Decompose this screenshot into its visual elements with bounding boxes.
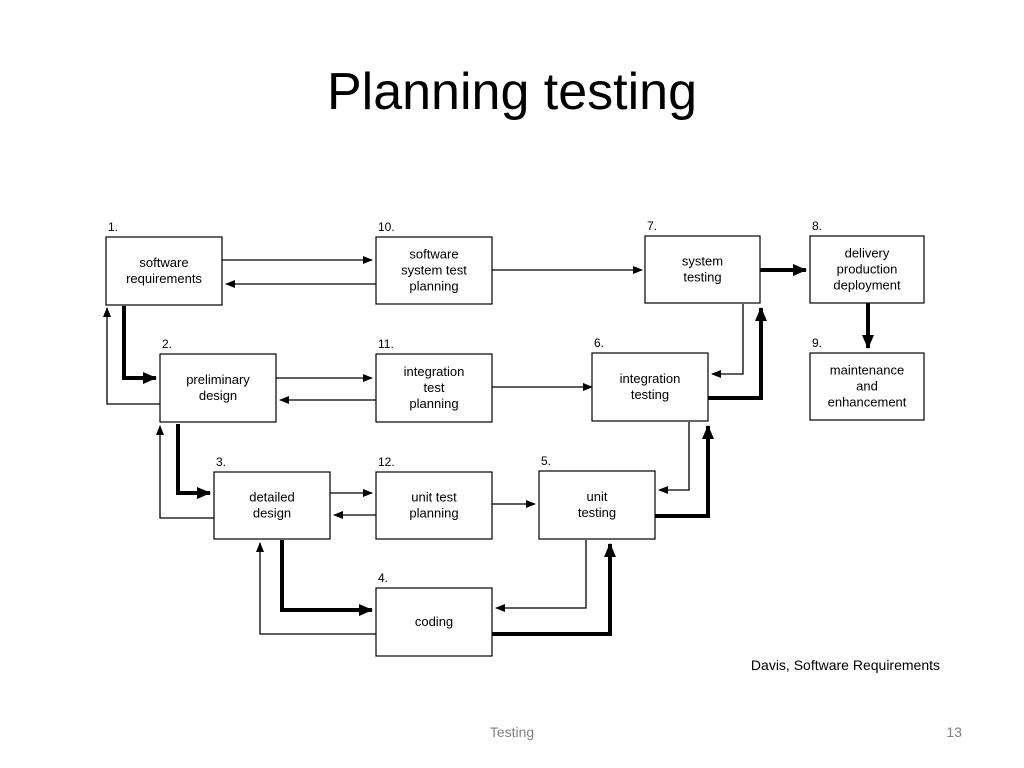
node-number-5: 5. [541,454,551,468]
node-label-11: integration [404,364,465,379]
node-label-5: testing [578,505,616,520]
node-number-9: 9. [812,336,822,350]
node-labels: 1.softwarerequirements2.preliminarydesig… [108,219,907,629]
node-label-9: enhancement [828,395,907,410]
node-number-1: 1. [108,220,118,234]
edge-5-4 [495,540,587,612]
node-label-5: unit [587,489,608,504]
node-label-10: planning [409,279,458,294]
node-number-8: 8. [812,219,822,233]
node-label-8: production [837,262,898,277]
box-7 [644,235,761,304]
node-label-11: planning [409,396,458,411]
node-label-12: planning [409,506,458,521]
node-label-10: software [409,247,458,262]
node-number-4: 4. [378,571,388,585]
slide-title: Planning testing [326,63,698,121]
node-boxes [105,235,925,657]
node-label-1: software [139,255,188,270]
edge-6-5 [658,422,690,494]
edge-3-4 [280,540,373,616]
bold-connectors [122,264,874,636]
box-6 [591,352,709,422]
citation: Davis, Software Requirements [750,657,940,673]
node-label-4: coding [415,614,453,629]
node-label-11: test [424,380,445,395]
node-number-2: 2. [162,337,172,351]
thin-connectors [103,256,744,635]
page-number: 13 [946,724,962,740]
node-number-11: 11. [378,337,394,351]
node-label-7: system [682,254,723,269]
edge-2-3 [176,424,211,499]
box-9 [809,352,925,421]
box-12 [375,471,493,540]
edge-1-2 [122,306,157,384]
edge-7-6 [711,304,744,378]
node-number-6: 6. [594,336,604,350]
node-label-6: integration [620,371,681,386]
edge-4-3 [256,542,376,635]
node-label-6: testing [631,387,669,402]
node-label-9: and [856,379,878,394]
edge-5-6 [655,425,714,518]
node-label-3: detailed [249,490,295,505]
node-label-7: testing [683,270,721,285]
node-label-10: system test [401,263,467,278]
node-label-1: requirements [126,271,202,286]
node-label-8: deployment [833,278,901,293]
node-label-8: delivery [845,246,890,261]
node-label-12: unit test [411,490,457,505]
footer-title: Testing [489,724,535,740]
edge-3-2 [156,425,214,519]
node-number-10: 10. [378,220,395,234]
node-label-2: preliminary [186,372,250,387]
edge-2-1 [103,307,160,405]
box-1 [105,236,223,306]
box-5 [538,470,656,540]
node-label-3: design [253,506,291,521]
box-4 [375,587,493,657]
box-8 [809,235,925,304]
box-2 [159,353,277,423]
box-10 [375,236,493,305]
node-label-9: maintenance [830,363,904,378]
edge-6-7 [708,307,767,400]
node-number-7: 7. [647,219,657,233]
edge-4-5 [492,543,616,636]
node-number-3: 3. [216,455,226,469]
box-11 [375,353,493,423]
box-3 [213,471,331,540]
node-number-12: 12. [378,455,395,469]
node-label-2: design [199,388,237,403]
